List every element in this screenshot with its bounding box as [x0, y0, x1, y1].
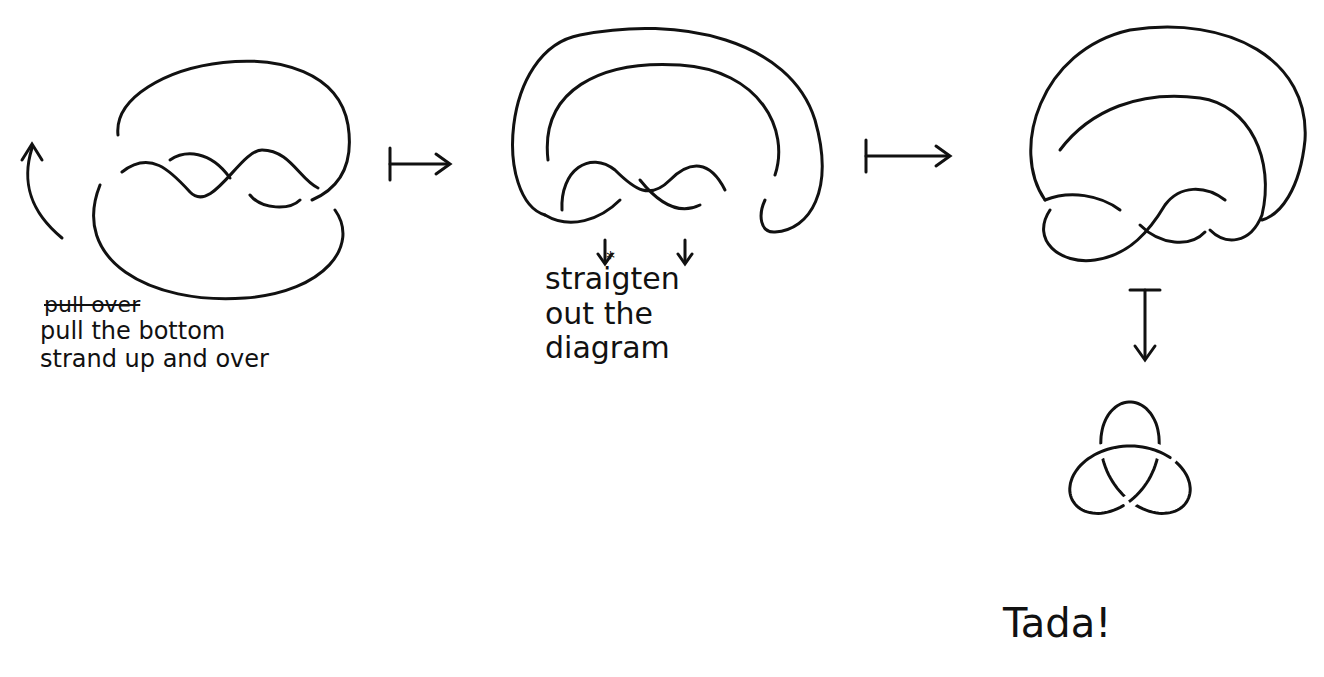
- struck-note: pull over: [44, 292, 244, 317]
- maps-to-arrow: [866, 140, 950, 172]
- knot-gap: [1070, 446, 1170, 513]
- knot-sketch-2: [513, 28, 823, 264]
- instruction-note: straigten out the diagram: [545, 262, 735, 366]
- maps-to-arrow: [1130, 290, 1160, 360]
- insertion-mark: *: [606, 248, 626, 269]
- knot-sketch-3: [1031, 27, 1305, 261]
- maps-to-arrow: [390, 148, 450, 180]
- knot-sketch-1: [22, 61, 349, 298]
- instruction-note: pull the bottom strand up and over: [40, 318, 290, 373]
- result-note: Tada!: [1003, 600, 1203, 646]
- knot-strand: [1070, 446, 1170, 513]
- trefoil-knot: [1070, 402, 1190, 513]
